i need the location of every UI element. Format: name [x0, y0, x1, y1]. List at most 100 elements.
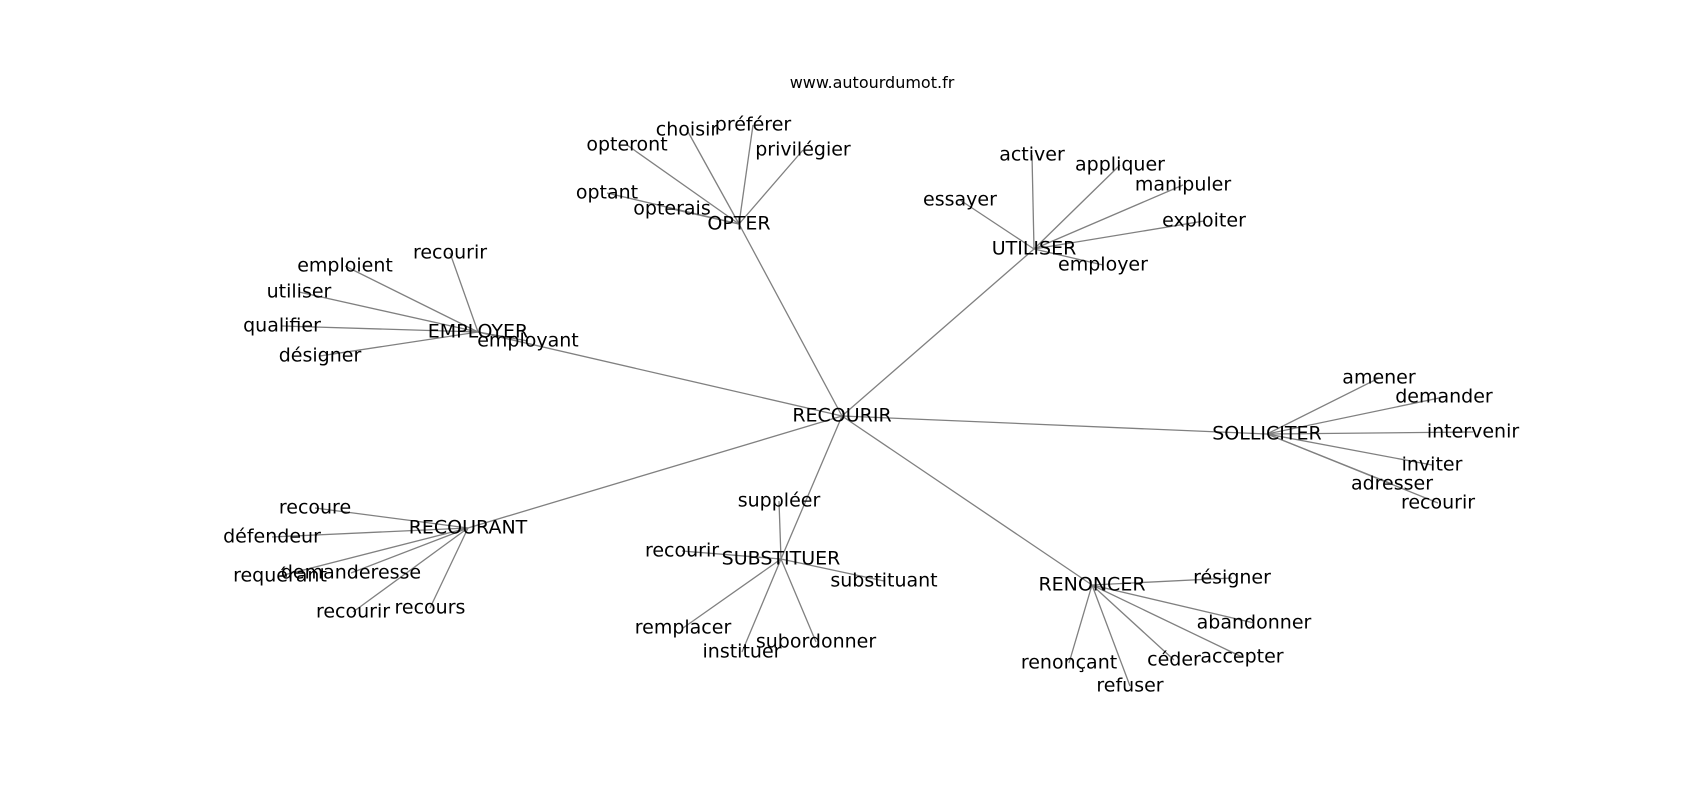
node-hub-renoncer: RENONCER [1038, 574, 1145, 596]
node-leaf-opter-4: préférer [715, 114, 792, 136]
node-leaf-utiliser-4: exploiter [1162, 210, 1246, 232]
node-leaf-employer-2: utiliser [267, 281, 332, 303]
node-leaf-opter-3: choisir [656, 119, 719, 141]
edge-employer-1 [344, 265, 479, 333]
edge-renoncer-2 [1091, 584, 1243, 658]
edge-opter-1 [671, 208, 740, 225]
edge-recourant-2 [279, 527, 469, 577]
edge-solliciter-1 [1266, 396, 1445, 435]
node-leaf-renoncer-5: renonçant [1021, 652, 1117, 674]
node-leaf-opter-0: optant [576, 182, 638, 204]
node-leaf-solliciter-0: amener [1342, 367, 1416, 389]
edge-employer-0 [449, 252, 479, 333]
edge-recourant-1 [271, 527, 469, 538]
graph-edges [271, 124, 1474, 687]
node-leaf-renoncer-2: accepter [1200, 646, 1283, 668]
edge-opter-2 [626, 144, 740, 225]
node-center: RECOURIR [792, 405, 891, 427]
edge-center-solliciter [841, 415, 1268, 435]
node-hub-employer: EMPLOYER [428, 321, 529, 343]
edge-renoncer-3 [1091, 584, 1175, 661]
edge-utiliser-0 [959, 199, 1035, 250]
edge-opter-5 [738, 149, 804, 225]
edge-opter-4 [738, 124, 754, 225]
node-leaf-renoncer-3: céder [1147, 649, 1201, 671]
edge-solliciter-0 [1266, 377, 1380, 435]
node-leaf-recourant-1: défendeur [223, 526, 321, 548]
edge-recourant-4 [352, 527, 469, 613]
node-leaf-solliciter-4: adresser [1351, 473, 1433, 495]
node-leaf-employer-4: désigner [279, 345, 362, 367]
edge-renoncer-5 [1068, 584, 1093, 664]
edge-utiliser-1 [1031, 154, 1035, 250]
node-leaf-substituer-0: suppléer [738, 490, 821, 512]
edge-utiliser-2 [1033, 164, 1121, 250]
node-leaf-solliciter-1: demander [1395, 386, 1493, 408]
edge-substituer-2 [780, 558, 885, 582]
node-leaf-solliciter-2: intervenir [1427, 421, 1520, 443]
node-leaf-recourant-4: recourir [316, 601, 390, 623]
edge-substituer-5 [780, 558, 817, 643]
edge-renoncer-0 [1091, 577, 1233, 586]
edge-recourant-5 [429, 527, 469, 609]
edge-center-substituer [780, 415, 843, 560]
edge-solliciter-5 [1266, 433, 1439, 504]
edge-recourant-0 [314, 507, 469, 529]
edge-solliciter-2 [1266, 431, 1474, 435]
node-hub-solliciter: SOLLICITER [1212, 423, 1321, 445]
edge-renoncer-4 [1091, 584, 1131, 687]
node-leaf-utiliser-0: essayer [923, 189, 997, 211]
edge-employer-4 [319, 331, 479, 357]
node-leaf-substituer-1: recourir [645, 540, 719, 562]
node-leaf-opter-5: privilégier [755, 139, 851, 161]
edge-opter-3 [686, 129, 740, 225]
node-leaf-recourant-5: recours [395, 597, 466, 619]
edge-solliciter-3 [1266, 433, 1433, 466]
node-leaf-employer-3: qualifier [243, 315, 321, 337]
node-leaf-utiliser-3: manipuler [1135, 174, 1232, 196]
node-leaf-opter-2: opteront [586, 134, 667, 156]
edge-employer-3 [281, 325, 479, 333]
node-leaf-utiliser-5: employer [1058, 254, 1148, 276]
node-leaf-solliciter-5: recourir [1401, 492, 1475, 514]
node-leaf-substituer-3: remplacer [635, 617, 732, 639]
edge-recourant-3 [350, 527, 469, 574]
node-leaf-utiliser-2: appliquer [1075, 154, 1165, 176]
edge-employer-5 [477, 331, 529, 342]
node-hub-recourant: RECOURANT [409, 517, 528, 539]
edge-substituer-0 [778, 500, 782, 560]
node-leaf-utiliser-1: activer [999, 144, 1065, 166]
node-leaf-employer-1: emploient [297, 255, 393, 277]
edge-substituer-4 [741, 558, 782, 653]
edge-employer-2 [298, 291, 479, 333]
node-hub-utiliser: UTILISER [992, 238, 1077, 260]
edge-utiliser-5 [1033, 248, 1104, 266]
node-leaf-recourant-0: recoure [279, 497, 351, 519]
node-leaf-recourant-3: demanderesse [281, 562, 421, 584]
edge-center-renoncer [841, 415, 1093, 586]
node-leaf-employer-0: recourir [413, 242, 487, 264]
node-leaf-renoncer-0: résigner [1193, 567, 1271, 589]
edge-center-utiliser [841, 248, 1035, 417]
edge-center-employer [477, 331, 843, 417]
node-leaf-substituer-2: substituant [830, 570, 937, 592]
edge-renoncer-1 [1091, 584, 1255, 624]
node-leaf-opter-1: opterais [633, 198, 710, 220]
node-leaf-employer-5: employant [477, 330, 579, 352]
node-leaf-substituer-5: subordonner [756, 631, 877, 653]
edge-utiliser-4 [1033, 220, 1205, 250]
node-hub-substituer: SUBSTITUER [722, 548, 841, 570]
edge-substituer-3 [682, 558, 782, 629]
edge-center-opter [738, 223, 843, 417]
node-leaf-renoncer-4: refuser [1096, 675, 1163, 697]
node-leaf-recourant-2: requérant [233, 565, 327, 587]
edge-utiliser-3 [1033, 184, 1184, 250]
edge-substituer-1 [681, 550, 782, 560]
site-url: www.autourdumot.fr [790, 73, 955, 92]
node-leaf-substituer-4: instituer [703, 641, 782, 663]
node-hub-opter: OPTER [707, 213, 770, 235]
node-leaf-renoncer-1: abandonner [1197, 612, 1312, 634]
node-leaf-solliciter-3: inviter [1402, 454, 1463, 476]
